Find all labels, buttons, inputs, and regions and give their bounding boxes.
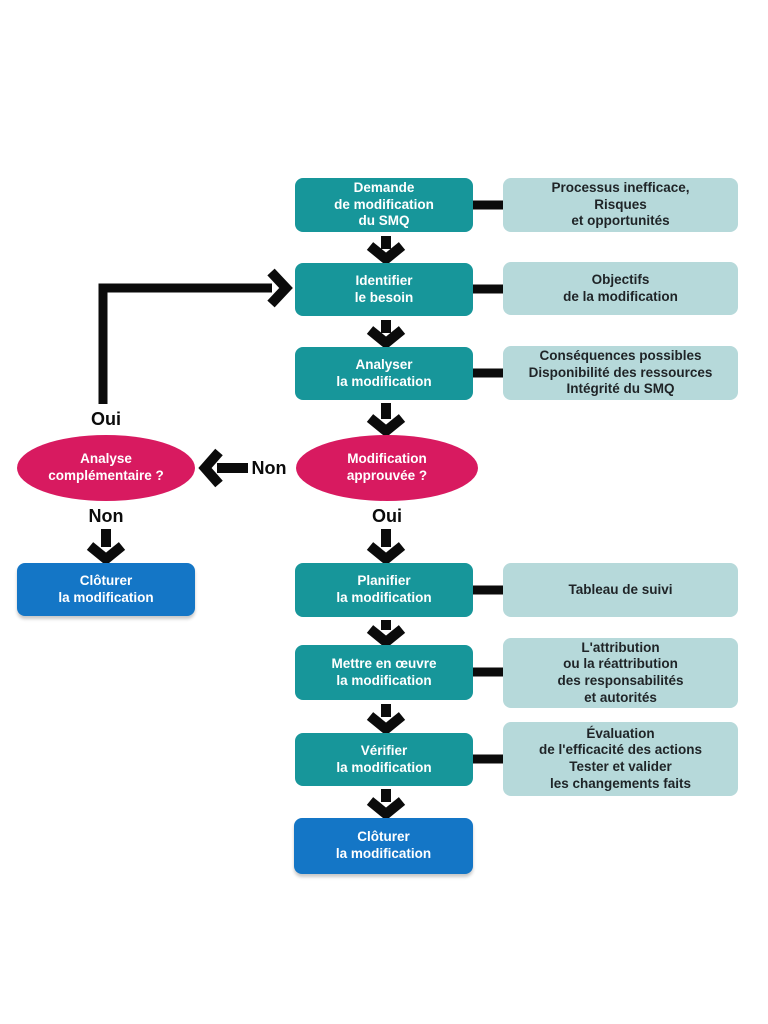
step-mettre-en-oeuvre: Mettre en œuvre la modification (295, 645, 473, 700)
label-oui-loop: Oui (91, 409, 121, 429)
terminal-cloturer-left: Clôturer la modification (17, 563, 195, 616)
arrow-decision-non-left (198, 448, 248, 488)
step-identifier-besoin: Identifier le besoin (295, 263, 473, 316)
terminal-cloturer-main: Clôturer la modification (294, 818, 473, 874)
note-objectifs: Objectifs de la modification (503, 262, 738, 315)
label-non-left: Non (251, 458, 287, 478)
label-non-branch: Non (88, 506, 124, 526)
arrow-planifier-mettre (366, 620, 406, 649)
step-demande-modification: Demande de modification du SMQ (295, 178, 473, 232)
note-tableau-suivi: Tableau de suivi (503, 563, 738, 617)
arrow-mettre-verifier (366, 704, 406, 736)
step-analyser-modification: Analyser la modification (295, 347, 473, 400)
arrow-verifier-cloturer (366, 789, 406, 821)
arrow-identifier-analyser (366, 320, 406, 350)
arrow-non-cloturer-left (86, 529, 126, 566)
step-planifier-modification: Planifier la modification (295, 563, 473, 617)
arrow-oui-planifier (366, 529, 406, 566)
arrow-demande-identifier (366, 236, 406, 266)
note-consequences: Conséquences possibles Disponibilité des… (503, 346, 738, 400)
decision-modification-approuvee: Modification approuvée ? (296, 435, 478, 501)
arrow-loop-oui-identifier (98, 268, 293, 404)
note-attribution: L'attribution ou la réattribution des re… (503, 638, 738, 708)
decision-analyse-complementaire: Analyse complémentaire ? (17, 435, 195, 501)
note-processus-inefficace: Processus inefficace, Risques et opportu… (503, 178, 738, 232)
step-verifier-modification: Vérifier la modification (295, 733, 473, 786)
note-evaluation: Évaluation de l'efficacité des actions T… (503, 722, 738, 796)
arrow-analyser-decision (366, 403, 406, 438)
label-oui-branch: Oui (372, 506, 402, 526)
